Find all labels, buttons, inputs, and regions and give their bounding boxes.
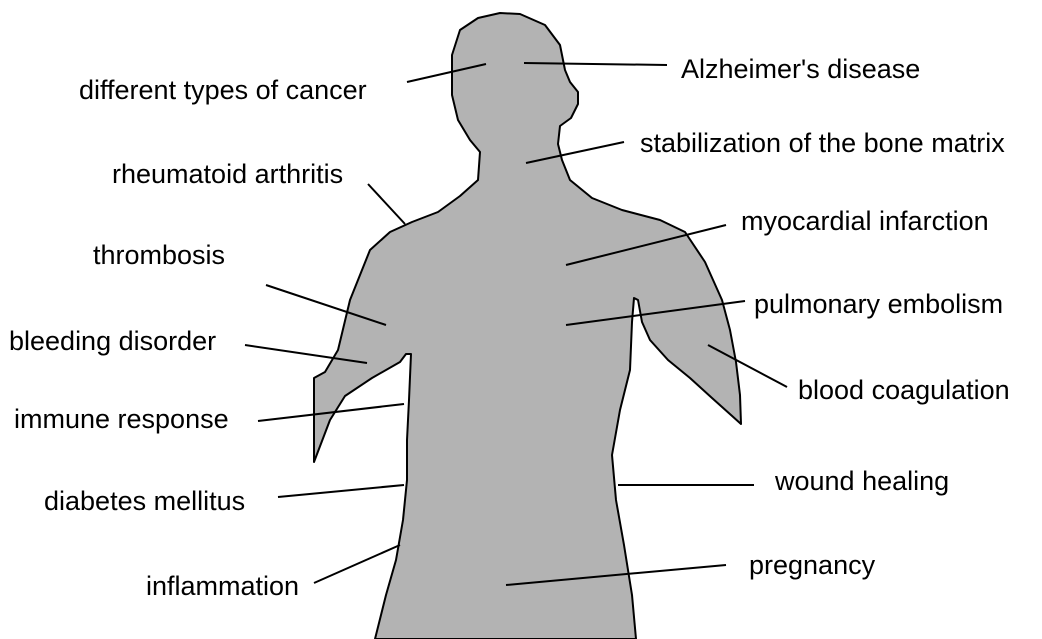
label-bleeding: bleeding disorder [9,326,216,356]
leader-rheumatoid [368,184,405,224]
human-silhouette [314,13,741,639]
label-pregnancy: pregnancy [749,550,876,580]
label-inflammation: inflammation [146,571,299,601]
label-rheumatoid: rheumatoid arthritis [112,159,343,189]
leader-diabetes [278,485,404,497]
label-thrombosis: thrombosis [93,240,225,270]
label-wound: wound healing [774,466,949,496]
label-diabetes: diabetes mellitus [44,486,245,516]
label-myocardial: myocardial infarction [741,206,989,236]
label-bone-matrix: stabilization of the bone matrix [640,128,1005,158]
label-pulmonary: pulmonary embolism [754,289,1003,319]
leader-inflammation [314,545,400,583]
label-immune: immune response [14,404,229,434]
label-coagulation: blood coagulation [798,375,1010,405]
label-cancer: different types of cancer [79,75,367,105]
label-alzheimers: Alzheimer's disease [681,54,920,84]
